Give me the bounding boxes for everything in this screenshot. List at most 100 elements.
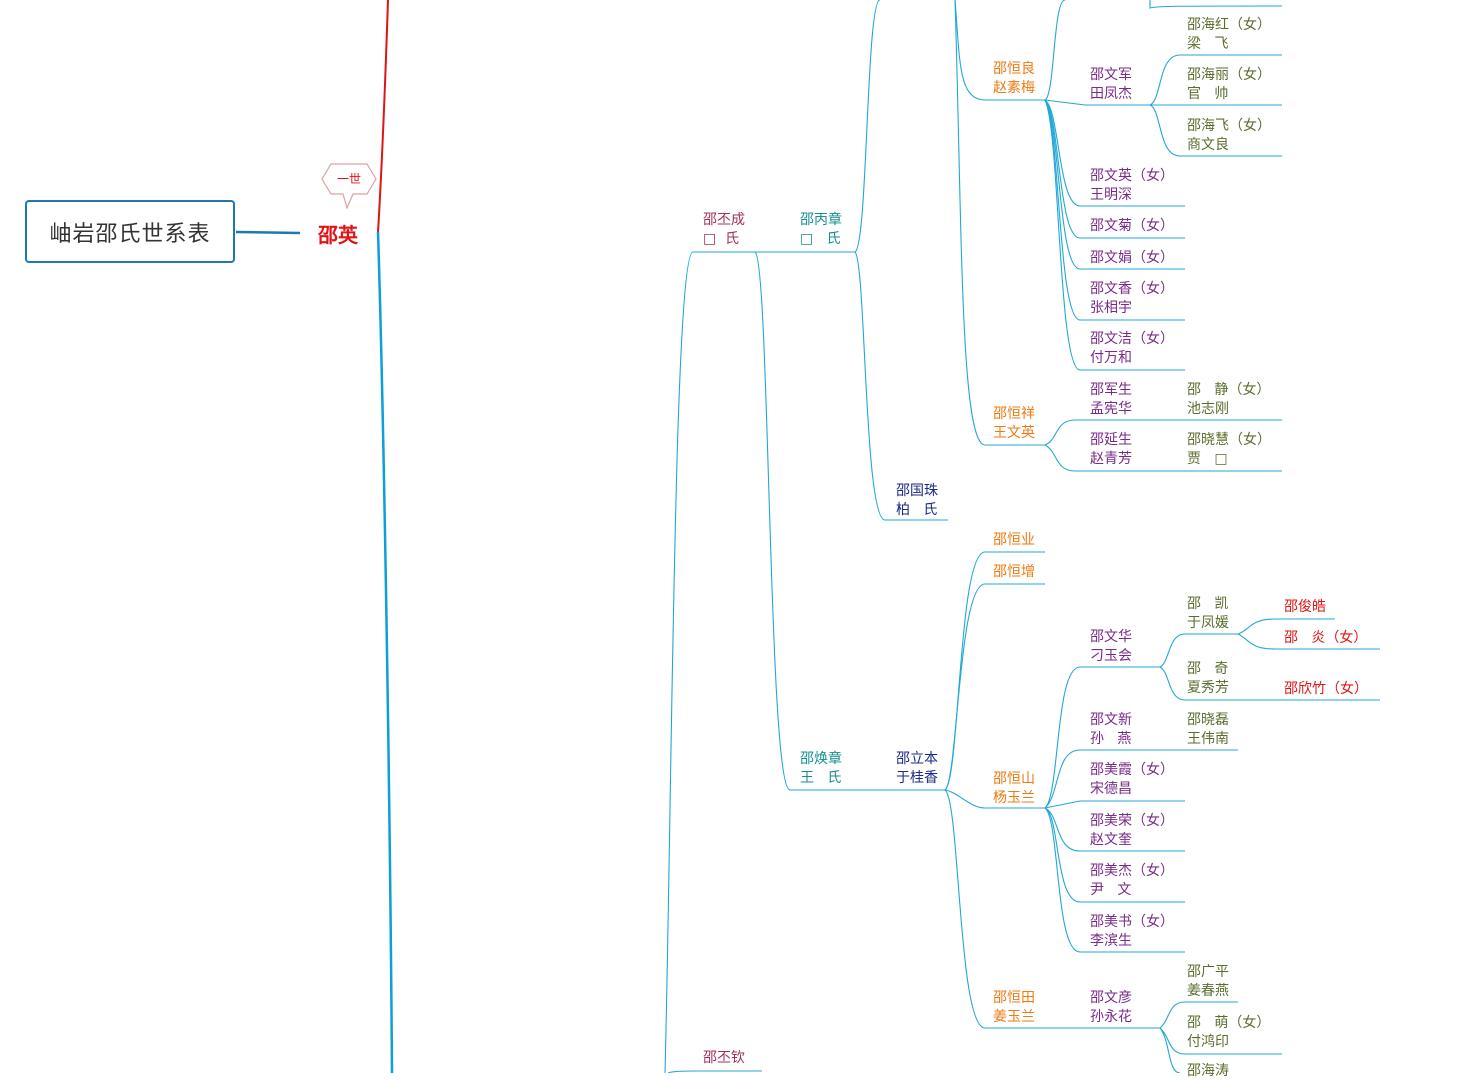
person-node-wenyan[interactable]: 邵文彦 孙永花	[1090, 989, 1132, 1027]
person-name: 邵丕成	[703, 212, 745, 228]
person-node-wenxin[interactable]: 邵文新 孙 燕	[1090, 711, 1132, 749]
person-name: 邵文彦	[1090, 990, 1132, 1006]
person-node-yansheng[interactable]: 邵延生 赵青芳	[1090, 431, 1132, 469]
person-name: 邵文香（女）	[1090, 281, 1174, 297]
spouse-name: □ 氏	[800, 231, 841, 247]
spouse-name: 付鸿印	[1187, 1034, 1229, 1050]
spouse-name: 王文英	[993, 425, 1035, 441]
person-node-haitao[interactable]: 邵海涛	[1187, 1062, 1229, 1081]
spouse-name: 孙 燕	[1090, 731, 1132, 747]
person-name: 邵 凯	[1187, 596, 1229, 612]
spouse-name: 姜春燕	[1187, 983, 1229, 999]
spouse-name: 于桂香	[896, 770, 938, 786]
person-name: 邵恒山	[993, 771, 1035, 787]
person-node-pcheng[interactable]: 邵丕成 □ 氏	[703, 211, 745, 249]
person-name: 邵广平	[1187, 964, 1229, 980]
person-node-huanzhang[interactable]: 邵焕章 王 氏	[800, 750, 842, 788]
person-node-xinzhu[interactable]: 邵欣竹（女）	[1284, 680, 1368, 699]
person-node-guozhu[interactable]: 邵国珠 柏 氏	[896, 482, 938, 520]
person-node-haihong[interactable]: 邵海红（女） 梁 飞	[1187, 16, 1271, 54]
person-node-hengshan[interactable]: 邵恒山 杨玉兰	[993, 770, 1035, 808]
person-name: 邵海红（女）	[1187, 17, 1271, 33]
person-node-hengliang[interactable]: 邵恒良 赵素梅	[993, 60, 1035, 98]
person-node-xiaolei[interactable]: 邵晓磊 王伟南	[1187, 711, 1229, 749]
spouse-name: □ 氏	[703, 231, 740, 247]
person-name: 邵海涛	[1187, 1063, 1229, 1079]
person-node-pqin[interactable]: 邵丕钦	[703, 1049, 745, 1068]
person-name: 邵美杰（女）	[1090, 863, 1174, 879]
person-name: 邵海飞（女）	[1187, 118, 1271, 134]
spouse-name: 于凤媛	[1187, 615, 1229, 631]
chart-title[interactable]: 岫岩邵氏世系表	[25, 200, 235, 263]
spouse-name: 张相宇	[1090, 300, 1132, 316]
person-name: 邵文洁（女）	[1090, 331, 1174, 347]
person-name: 邵延生	[1090, 432, 1132, 448]
person-node-wenjuan[interactable]: 邵文娟（女）	[1090, 249, 1174, 268]
person-name: 邵文华	[1090, 629, 1132, 645]
person-node-hengxiang[interactable]: 邵恒祥 王文英	[993, 405, 1035, 443]
person-node-wenhua[interactable]: 邵文华 刁玉会	[1090, 628, 1132, 666]
person-name: 邵文娟（女）	[1090, 250, 1174, 266]
person-name: 邵军生	[1090, 382, 1132, 398]
spouse-name: 赵青芳	[1090, 451, 1132, 467]
person-node-meishu[interactable]: 邵美书（女） 李滨生	[1090, 913, 1174, 951]
spouse-name: 王明深	[1090, 187, 1132, 203]
person-node-junhao[interactable]: 邵俊皓	[1284, 598, 1326, 617]
person-name: 邵焕章	[800, 751, 842, 767]
spouse-name: 付万和	[1090, 350, 1132, 366]
person-name: 邵文新	[1090, 712, 1132, 728]
person-name: 邵 萌（女）	[1187, 1015, 1271, 1031]
person-node-wenju[interactable]: 邵文菊（女）	[1090, 217, 1174, 236]
person-node-guangping[interactable]: 邵广平 姜春燕	[1187, 963, 1229, 1001]
person-name: 邵 炎（女）	[1284, 630, 1368, 646]
person-name: 邵丙章	[800, 212, 842, 228]
spouse-name: 夏秀芳	[1187, 680, 1229, 696]
person-node-wenying[interactable]: 邵文英（女） 王明深	[1090, 167, 1174, 205]
person-node-haifei[interactable]: 邵海飞（女） 商文良	[1187, 117, 1271, 155]
person-node-meijie[interactable]: 邵美杰（女） 尹 文	[1090, 862, 1174, 900]
person-name: 邵文英（女）	[1090, 168, 1174, 184]
person-node-junsheng[interactable]: 邵军生 孟宪华	[1090, 381, 1132, 419]
spouse-name: 田凤杰	[1090, 86, 1132, 102]
person-node-bingzhang[interactable]: 邵丙章 □ 氏	[800, 211, 842, 249]
person-node-wenxiang[interactable]: 邵文香（女） 张相宇	[1090, 280, 1174, 318]
person-name: 邵文菊（女）	[1090, 218, 1174, 234]
spouse-name: 孟宪华	[1090, 401, 1132, 417]
person-node-wenjie[interactable]: 邵文洁（女） 付万和	[1090, 330, 1174, 368]
spouse-name: 姜玉兰	[993, 1009, 1035, 1025]
person-name: 邵国珠	[896, 483, 938, 499]
spouse-name: 尹 文	[1090, 882, 1132, 898]
person-node-jing[interactable]: 邵 静（女） 池志刚	[1187, 381, 1270, 419]
person-node-hengye[interactable]: 邵恒业	[993, 531, 1035, 550]
spouse-name: 杨玉兰	[993, 790, 1035, 806]
person-name: 邵恒增	[993, 564, 1035, 580]
person-node-hengtian[interactable]: 邵恒田 姜玉兰	[993, 989, 1035, 1027]
person-node-kai[interactable]: 邵 凯 于凤媛	[1187, 595, 1229, 633]
spouse-name: 池志刚	[1187, 401, 1229, 417]
person-name: 邵文军	[1090, 67, 1132, 83]
person-node-liben[interactable]: 邵立本 于桂香	[896, 750, 938, 788]
person-name: 邵 奇	[1187, 661, 1229, 677]
spouse-name: 柏 氏	[896, 502, 938, 518]
person-name: 邵美书（女）	[1090, 914, 1174, 930]
person-node-yan[interactable]: 邵 炎（女）	[1284, 629, 1367, 648]
spouse-name: 贾 □	[1187, 451, 1228, 467]
person-node-wenjun[interactable]: 邵文军 田凤杰	[1090, 66, 1132, 104]
spouse-name: 孙永花	[1090, 1009, 1132, 1025]
person-name: 邵恒业	[993, 532, 1035, 548]
person-name: 邵恒田	[993, 990, 1035, 1006]
spouse-name: 宋德昌	[1090, 781, 1132, 797]
person-name: 邵美荣（女）	[1090, 813, 1174, 829]
person-node-qi[interactable]: 邵 奇 夏秀芳	[1187, 660, 1229, 698]
person-node-haili[interactable]: 邵海丽（女） 官 帅	[1187, 66, 1271, 104]
person-node-xiaohui[interactable]: 邵晓慧（女） 贾 □	[1187, 431, 1271, 469]
root-node[interactable]: 邵英	[318, 223, 358, 247]
person-node-meixia[interactable]: 邵美霞（女） 宋德昌	[1090, 761, 1174, 799]
spouse-name: 李滨生	[1090, 933, 1132, 949]
person-node-meng[interactable]: 邵 萌（女） 付鸿印	[1187, 1014, 1270, 1052]
person-name: 邵美霞（女）	[1090, 762, 1174, 778]
person-node-hengzeng[interactable]: 邵恒增	[993, 563, 1035, 582]
person-name: 邵海丽（女）	[1187, 67, 1271, 83]
person-node-meirong[interactable]: 邵美荣（女） 赵文奎	[1090, 812, 1174, 850]
